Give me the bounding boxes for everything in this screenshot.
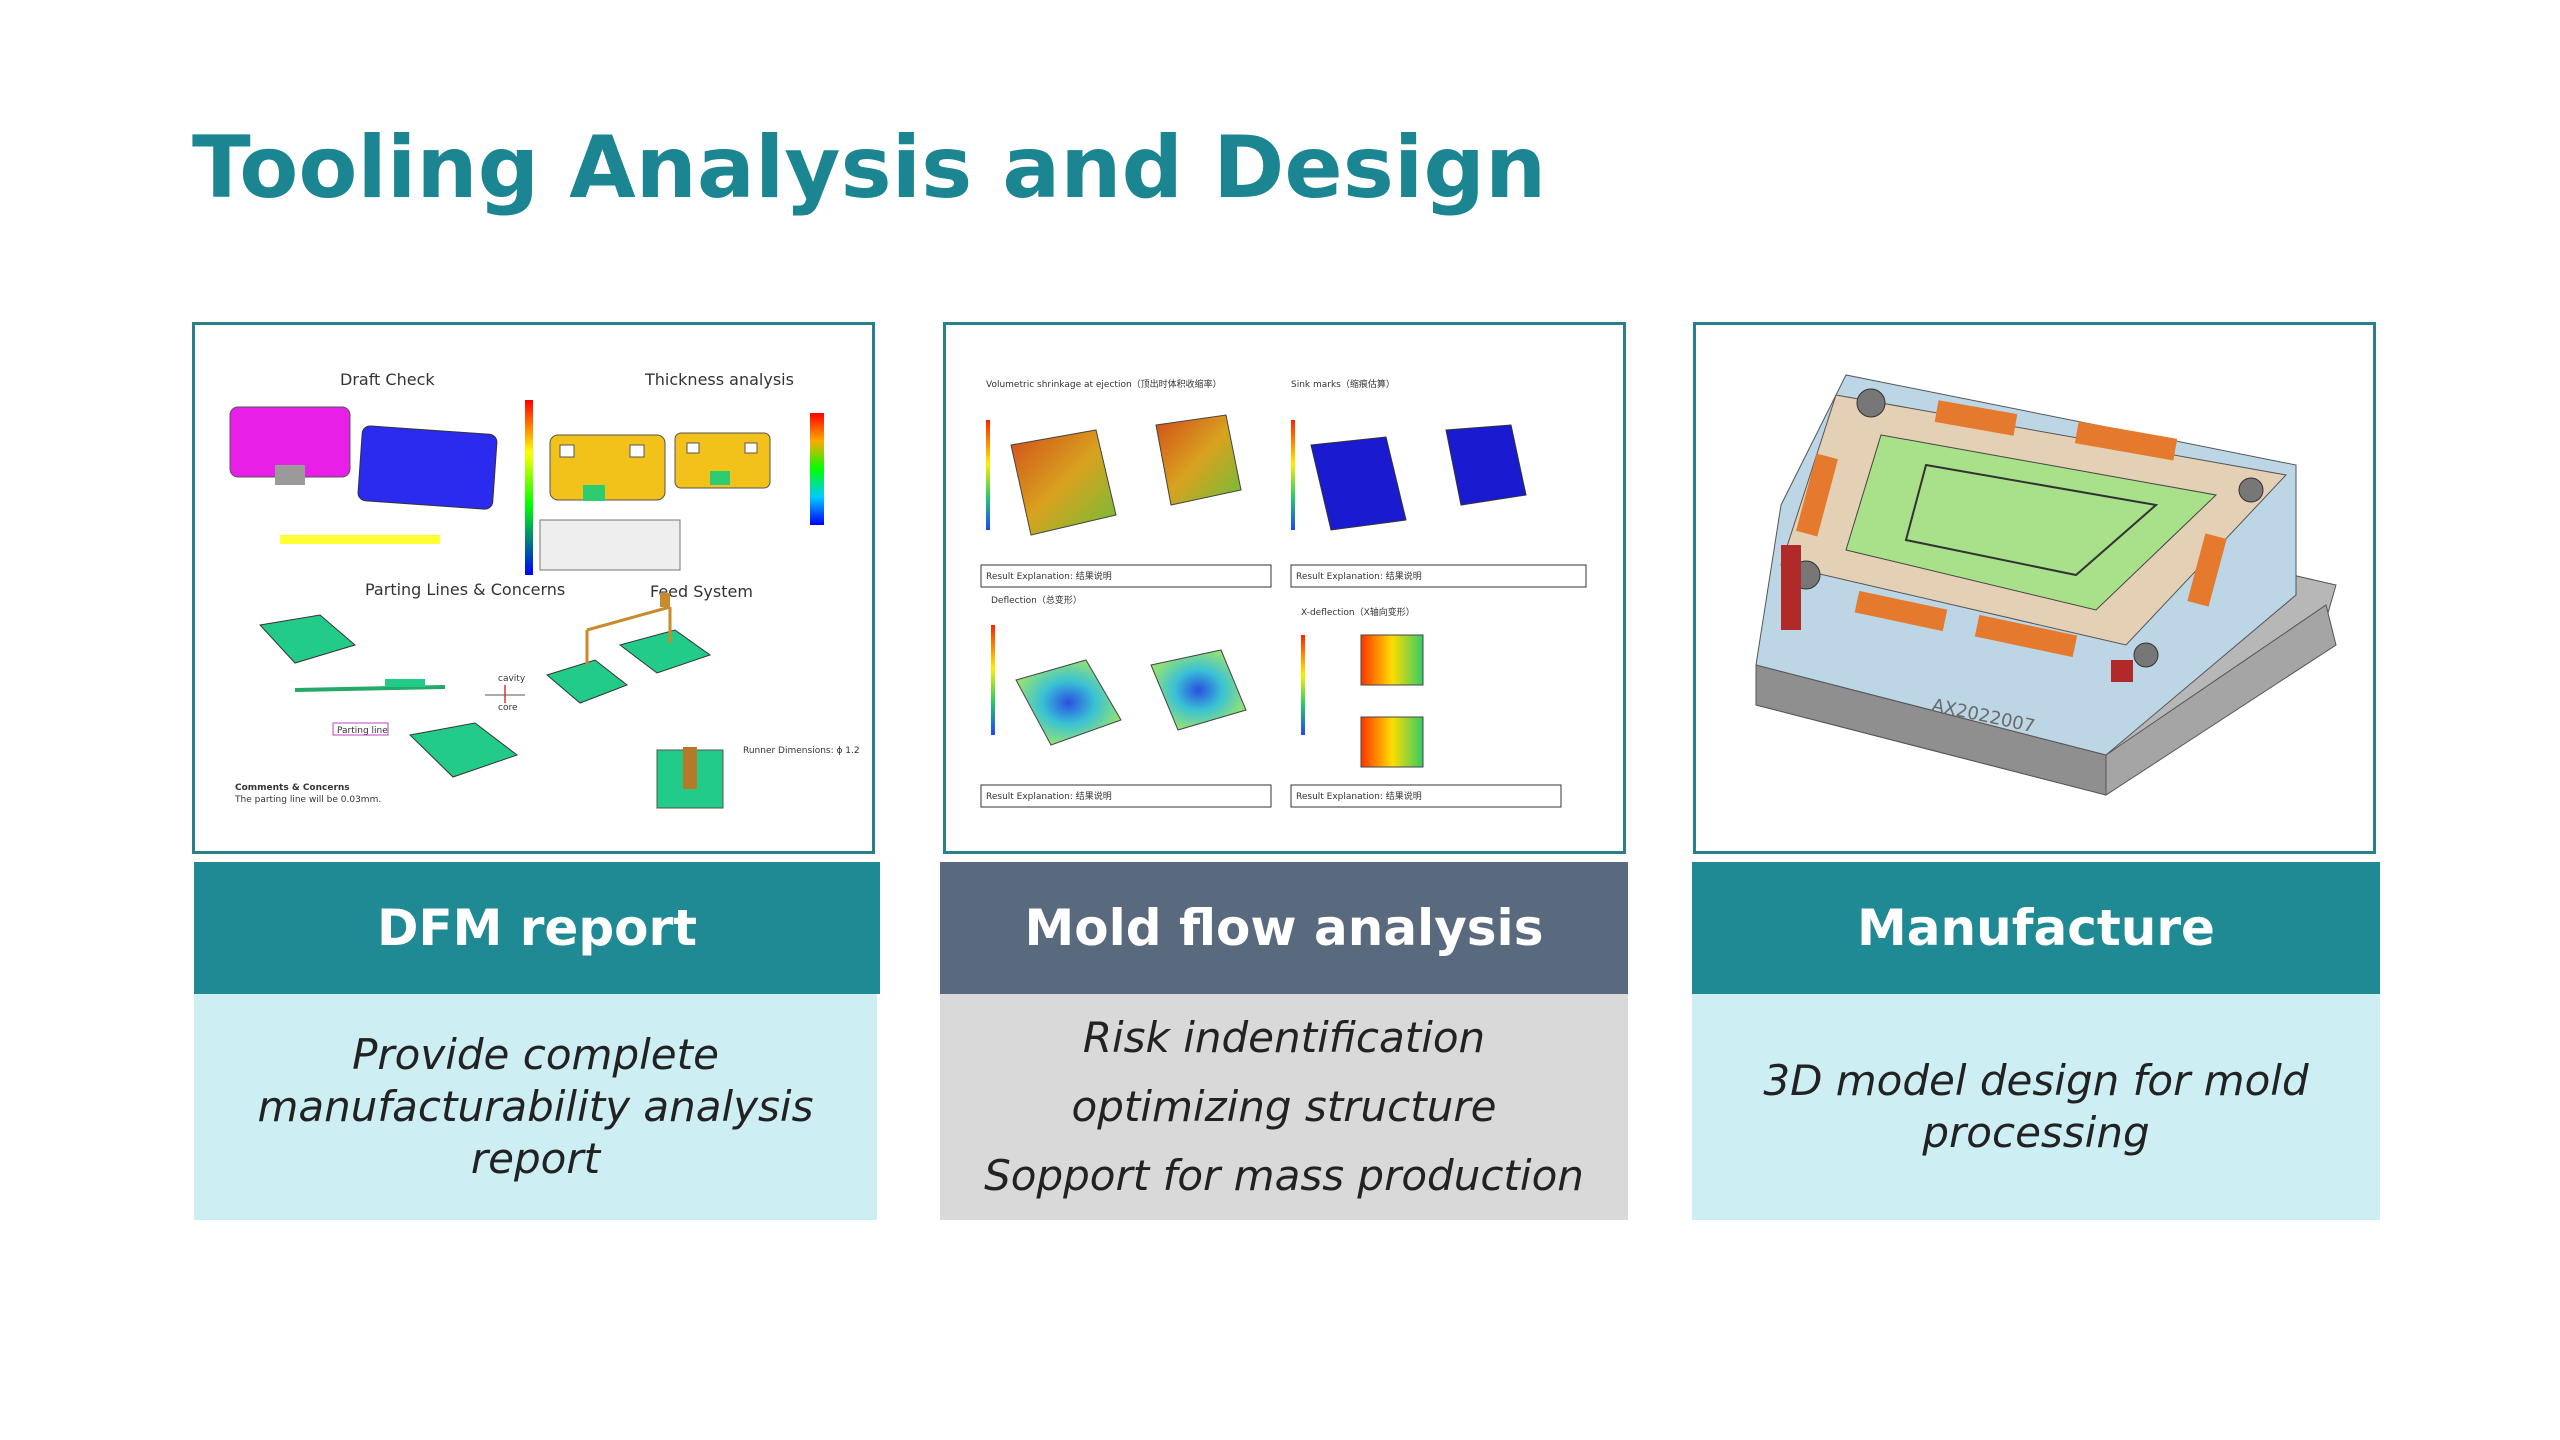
mold-3d-image: AX2022007 (1693, 322, 2376, 854)
comments-label: Comments & Concerns (235, 783, 350, 793)
mold-flow-line-2: optimizing structure (1071, 1081, 1497, 1131)
draft-part-blue (357, 425, 498, 510)
draft-part-tab (275, 465, 305, 485)
shrinkage-part-1 (1010, 429, 1117, 536)
thickness-analysis-label: Thickness analysis (644, 370, 794, 389)
draft-check-label: Draft Check (340, 370, 435, 389)
dfm-report-description: Provide complete manufacturability analy… (257, 1030, 814, 1183)
feed-part-right (618, 629, 712, 674)
x-deflection-part-1 (1360, 634, 1424, 686)
manufacture-description-box: 3D model design for mold processing (1692, 994, 2380, 1220)
draft-note-highlight (280, 535, 440, 544)
result-box-1 (980, 564, 1272, 588)
slider-top-2 (2074, 421, 2178, 461)
dfm-report-image: Draft Check Thickness analysis (192, 322, 875, 854)
mold-flow-description-box: Risk indentification optimizing structur… (940, 994, 1628, 1220)
slider-top-1 (1934, 400, 2018, 436)
slider-left (1796, 453, 1838, 537)
page-title: Tooling Analysis and Design (192, 118, 1547, 218)
result-box-4 (1290, 784, 1562, 808)
deflection-label: Deflection（总变形） (991, 594, 1082, 606)
parting-lines-label: Parting Lines & Concerns (365, 580, 565, 599)
comments-text: The parting line will be 0.03mm. (234, 795, 381, 805)
result-box-2 (1290, 564, 1587, 588)
slider-bottom-1 (1854, 590, 1948, 632)
dfm-report-description-box: Provide complete manufacturability analy… (194, 994, 877, 1220)
shrinkage-part-2 (1155, 414, 1242, 506)
x-deflection-label: X-deflection（X轴向变形） (1301, 606, 1415, 618)
sink-part-2 (1445, 424, 1527, 506)
parting-line-tag-text: Parting line (337, 726, 388, 736)
measure-box (539, 519, 681, 571)
mold-flow-line-1: Risk indentification (1082, 1013, 1486, 1063)
mold-flow-heading: Mold flow analysis (940, 862, 1628, 994)
runner-dimensions-label: Runner Dimensions: ϕ 1.2 (743, 746, 860, 756)
x-deflection-part-2 (1360, 716, 1424, 768)
parting-line-tag (332, 722, 389, 736)
result-label-3: Result Explanation: 结果说明 (986, 790, 1112, 802)
sink-marks-label: Sink marks（缩痕估算） (1291, 378, 1395, 390)
mold-flow-image: Volumetric shrinkage at ejection（顶出时体积收缩… (943, 322, 1626, 854)
dfm-report-heading: DFM report (194, 862, 880, 994)
parting-part-bottom (408, 722, 519, 778)
result-label-2: Result Explanation: 结果说明 (1296, 570, 1422, 582)
deflection-part-2 (1150, 649, 1247, 731)
sink-part-1 (1310, 436, 1407, 531)
volumetric-label: Volumetric shrinkage at ejection（顶出时体积收缩… (986, 378, 1222, 390)
mold-cavity (1845, 434, 2218, 611)
parting-part-top (259, 614, 357, 664)
result-box-3 (980, 784, 1272, 808)
cavity-label: cavity (498, 674, 526, 684)
slider-bottom-2 (1974, 614, 2078, 658)
manufacture-heading: Manufacture (1692, 862, 2380, 994)
thickness-scale-bar (810, 413, 824, 525)
draft-scale-bar (525, 400, 533, 575)
deflection-part-1 (1015, 659, 1122, 746)
manufacture-description: 3D model design for mold processing (1763, 1056, 2309, 1157)
result-label-4: Result Explanation: 结果说明 (1296, 790, 1422, 802)
feed-system-label: Feed System (650, 582, 753, 601)
slider-right (2187, 533, 2227, 607)
core-label: core (498, 703, 518, 713)
feed-part-left (545, 659, 629, 704)
mold-flow-line-3: Sopport for mass production (984, 1150, 1584, 1200)
result-label-1: Result Explanation: 结果说明 (986, 570, 1112, 582)
mold-red-block (1781, 545, 1801, 630)
